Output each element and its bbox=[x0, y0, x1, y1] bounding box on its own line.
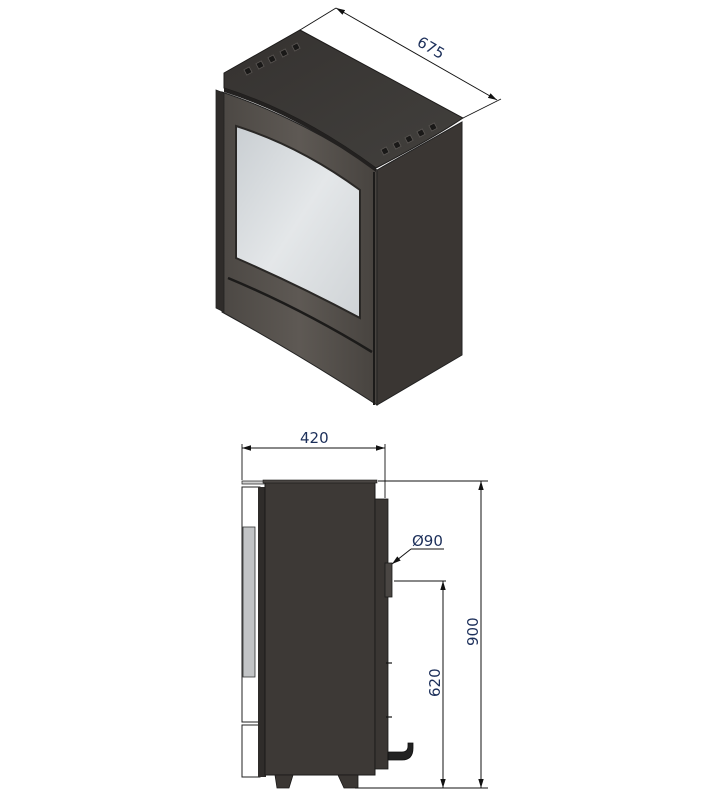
dimension-label-flue-height: 620 bbox=[426, 668, 444, 697]
door-glass-profile bbox=[242, 526, 256, 678]
dimension-label-height: 900 bbox=[464, 617, 482, 646]
isometric-view: 675 bbox=[215, 7, 502, 406]
foot-rear bbox=[337, 774, 359, 789]
air-inlet-pipe[interactable] bbox=[387, 742, 414, 761]
dimension-label-depth: 675 bbox=[414, 33, 448, 63]
foot-front bbox=[274, 774, 294, 789]
flue-outlet[interactable] bbox=[384, 562, 393, 598]
dimension-flue-height: 620 bbox=[394, 580, 446, 788]
door-top-cap bbox=[241, 480, 265, 485]
door-trim bbox=[227, 276, 373, 354]
door-lower-frame bbox=[241, 724, 261, 778]
vent-grille-right bbox=[380, 122, 438, 156]
dimension-height: 900 bbox=[355, 480, 488, 789]
dimension-width: 420 bbox=[241, 429, 386, 498]
dimension-label-width: 420 bbox=[300, 429, 329, 447]
glass-window[interactable] bbox=[235, 124, 361, 320]
dimension-flue-diameter: Ø90 bbox=[391, 532, 444, 565]
top-lip bbox=[262, 479, 378, 484]
rear-panel bbox=[374, 498, 389, 770]
left-edge bbox=[215, 89, 225, 313]
vent-grille-left bbox=[243, 42, 301, 76]
top-edge bbox=[224, 88, 376, 172]
side-view: 420 900 620 Ø90 bbox=[241, 429, 488, 789]
side-panel bbox=[376, 121, 463, 406]
side-body bbox=[264, 481, 376, 776]
door-edge bbox=[258, 487, 266, 777]
dimension-label-flue-diameter: Ø90 bbox=[412, 532, 443, 550]
